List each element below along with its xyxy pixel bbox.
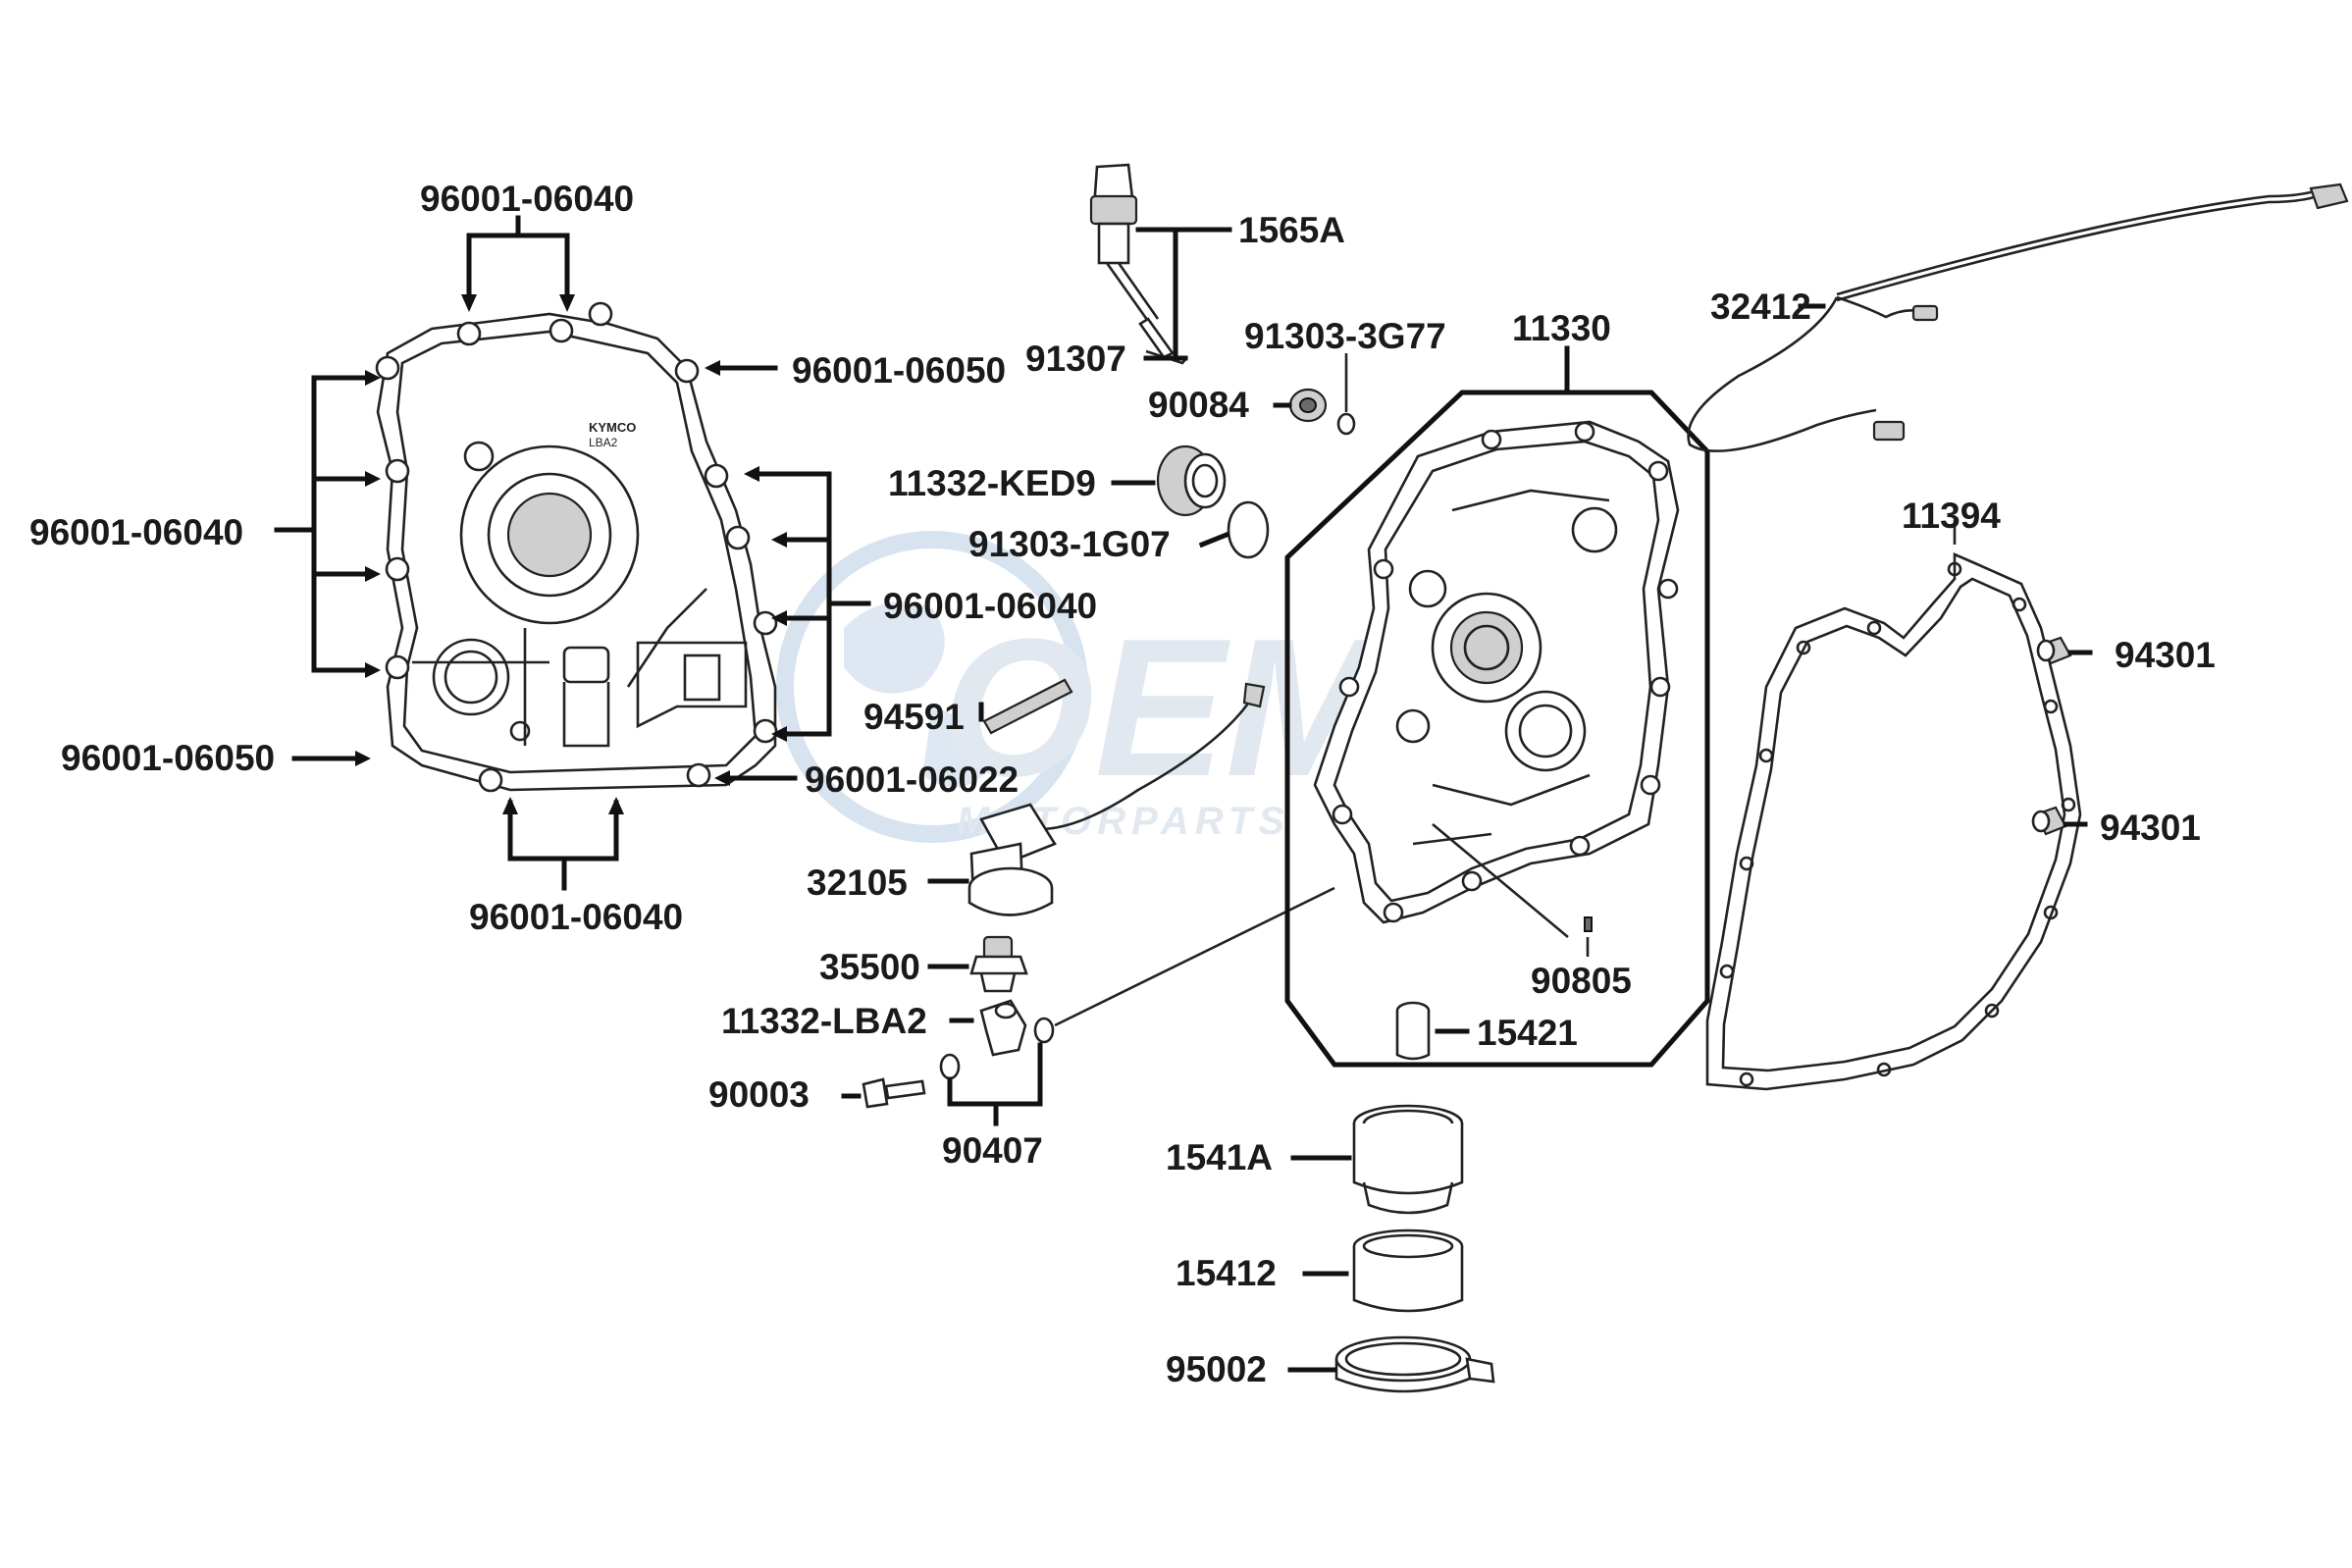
label-90084: 90084: [1148, 385, 1249, 425]
label-15421: 15421: [1477, 1013, 1578, 1053]
label-11332-KED9: 11332-KED9: [888, 463, 1096, 503]
cover-brand-text: KYMCO: [589, 420, 636, 435]
gasket-11394: [1705, 520, 2082, 1091]
label-96001-06040-right: 96001-06040: [883, 586, 1097, 626]
label-32105: 32105: [807, 862, 908, 903]
part-labels: 96001-06040 1565A 91307 91303-3G77 11330…: [29, 179, 2216, 1389]
label-91307: 91307: [1025, 339, 1126, 379]
bearing-1541A: [1290, 1104, 1464, 1215]
label-11332-LBA2: 11332-LBA2: [721, 1001, 927, 1041]
part-94591: [978, 678, 1073, 735]
label-35500: 35500: [819, 947, 920, 987]
label-96001-06040-left: 96001-06040: [29, 512, 243, 552]
left-cover-assembly: KYMCO LBA2: [375, 301, 778, 793]
label-90003: 90003: [708, 1074, 810, 1115]
label-11394: 11394: [1902, 496, 2001, 536]
label-15412: 15412: [1176, 1253, 1277, 1293]
plugs-94301: [2031, 636, 2093, 836]
label-90407: 90407: [942, 1130, 1043, 1171]
label-1541A: 1541A: [1166, 1137, 1273, 1177]
label-96001-06040-top: 96001-06040: [420, 179, 634, 219]
label-94301-a: 94301: [2115, 635, 2216, 675]
clamp-95002: [1287, 1335, 1495, 1393]
label-94591: 94591: [863, 697, 965, 737]
crankcase-11330: [1284, 345, 1710, 1068]
label-96001-06022: 96001-06022: [805, 759, 1019, 800]
label-32412: 32412: [1710, 287, 1811, 327]
label-1565A: 1565A: [1238, 210, 1345, 250]
cover-bolt-leaders: [274, 215, 871, 891]
switch-35500: [927, 935, 1028, 993]
label-96001-06050-top: 96001-06050: [792, 350, 1006, 391]
label-90805: 90805: [1531, 961, 1632, 1001]
label-96001-06040-bottom: 96001-06040: [469, 897, 683, 937]
dipstick-part: [1089, 163, 1232, 365]
label-96001-06050-left: 96001-06050: [61, 738, 275, 778]
filter-cap-11332-ked9: [1111, 444, 1270, 559]
drain-plug-90084: [1273, 353, 1356, 436]
cover-code-text: LBA2: [589, 436, 618, 449]
fitting-11332-lba2: [841, 886, 1335, 1126]
label-11330: 11330: [1512, 308, 1611, 348]
label-95002: 95002: [1166, 1349, 1267, 1389]
label-91303-1G07: 91303-1G07: [968, 524, 1171, 564]
ring-15412: [1302, 1228, 1464, 1313]
label-94301-b: 94301: [2100, 808, 2201, 848]
sensor-32105: [927, 682, 1266, 916]
cable-32412: [1687, 183, 2349, 452]
label-91303-3G77: 91303-3G77: [1244, 316, 1446, 356]
